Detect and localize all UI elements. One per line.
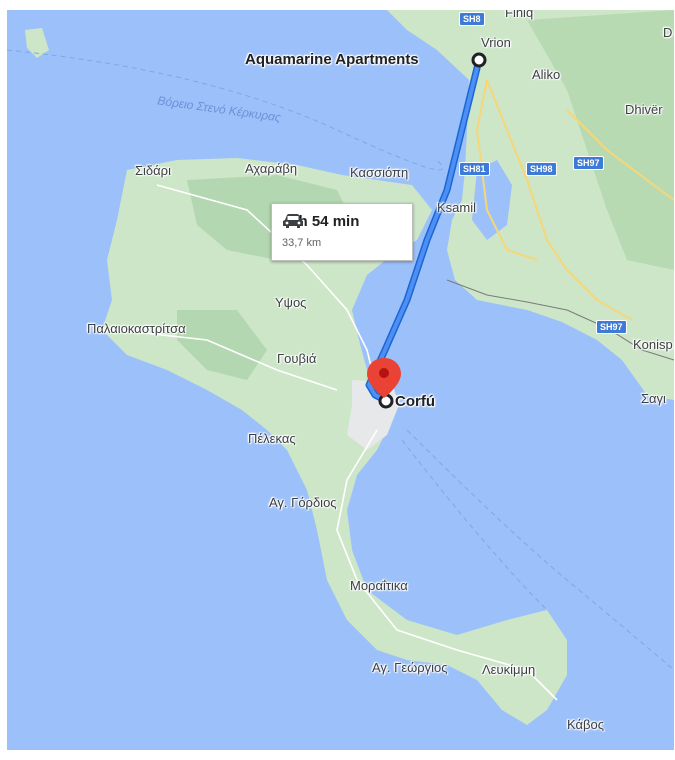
road-shield: SH8 (459, 12, 485, 26)
route-duration: 1 h 54 min (286, 213, 360, 230)
road-shield: SH81 (459, 162, 490, 176)
road (566, 109, 674, 201)
road-shield: SH98 (526, 162, 557, 176)
place-label: Αγ. Γεώργιος (372, 660, 448, 675)
butrint-lake (472, 160, 512, 240)
place-label: Υψος (275, 295, 307, 310)
map-canvas[interactable]: Βόρειο Στενό Κέρκυρας Aquamarine Apartme… (7, 10, 674, 750)
road (156, 184, 378, 391)
origin-label[interactable]: Aquamarine Apartments (245, 51, 419, 68)
route-info-callout[interactable]: 1 h 54 min 33,7 km (271, 203, 413, 261)
corfu-mountains-south (177, 310, 267, 380)
route-distance: 33,7 km (282, 237, 322, 249)
ferry-line (7, 49, 443, 171)
place-label: Κάβος (567, 717, 605, 732)
map-graphics (7, 10, 674, 725)
islet (25, 28, 49, 58)
destination-pin-icon (367, 358, 401, 398)
road-shield: SH97 (573, 156, 604, 170)
road-shield: SH97 (596, 320, 627, 334)
place-label: Σιδάρι (135, 163, 171, 178)
road (486, 79, 633, 321)
origin-marker (471, 52, 487, 68)
mainland-hills (527, 10, 674, 270)
place-label: D (663, 25, 673, 40)
place-label: Ksamil (437, 200, 477, 215)
place-label: Vrion (481, 35, 511, 50)
place-label: Finiq (505, 10, 534, 20)
place-label: Μοραΐτικα (350, 578, 408, 593)
place-label: Αγ. Γόρδιος (269, 495, 337, 510)
place-label: Konisp (633, 337, 673, 352)
corfu-island (102, 158, 567, 725)
place-label: Λευκίμμη (482, 662, 536, 677)
road (475, 79, 538, 261)
place-label: Πέλεκας (248, 431, 296, 446)
place-label: Παλαιοκαστρίτσα (87, 321, 186, 336)
place-label: Αχαράβη (245, 161, 298, 176)
destination-label[interactable]: Corfú (395, 393, 435, 410)
border-line (446, 279, 674, 361)
ferry-line (406, 429, 674, 671)
place-label: Aliko (532, 67, 561, 82)
place-label: Γουβιά (277, 351, 317, 366)
ferry-line (401, 439, 548, 611)
road (116, 329, 338, 391)
destination-marker (378, 393, 394, 409)
route-line-inner (367, 58, 481, 402)
road (336, 429, 558, 701)
place-label: Σαγι (641, 391, 666, 406)
place-label: Dhivër (625, 102, 663, 117)
place-label: Κασσιόπη (350, 165, 409, 180)
